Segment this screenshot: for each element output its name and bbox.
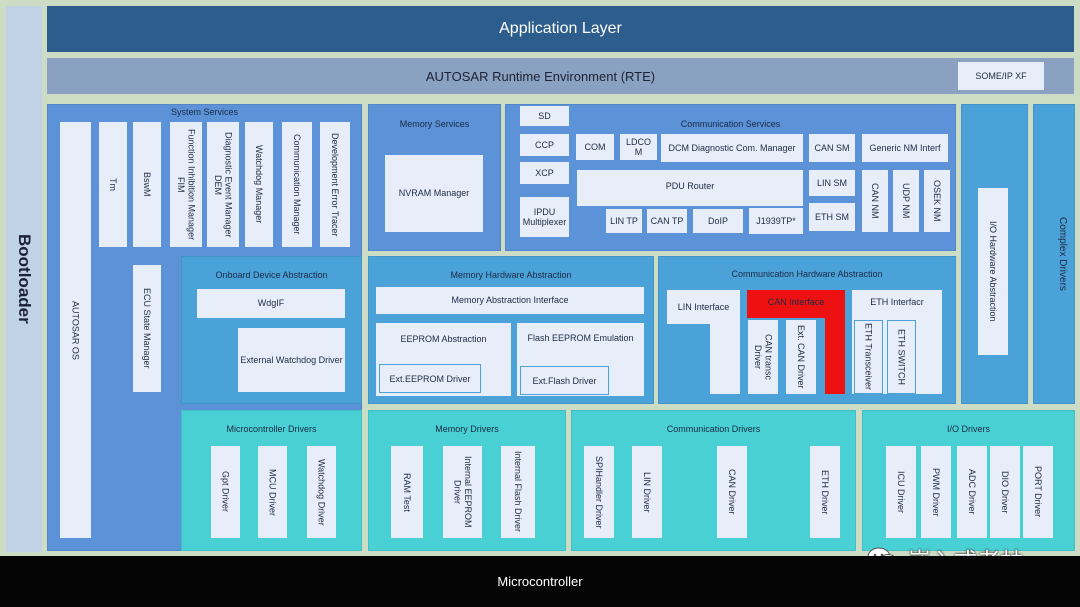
- adc-driver-box: ADC Driver: [957, 446, 987, 538]
- microcontroller-label: Microcontroller: [497, 574, 583, 589]
- system-service-item: Communication Manager: [282, 122, 312, 247]
- nvram-manager-box: NVRAM Manager: [385, 155, 483, 232]
- system-service-item: Tm: [99, 122, 127, 247]
- communication-services-title: Communication Services: [680, 119, 781, 129]
- eth-transceiver-box: ETH Transceiver: [854, 320, 883, 394]
- ecu-state-manager-box: ECU State Manager: [133, 265, 161, 392]
- io-hw-abstraction-inner: I/O Hardware Abstraction: [978, 188, 1008, 355]
- ldcom-box: LDCO M: [620, 134, 657, 160]
- system-service-item: Watchdog Manager: [245, 122, 273, 247]
- complex-drivers: Complex Drivers: [1033, 104, 1075, 404]
- icu-driver-box: ICU Driver: [886, 446, 916, 538]
- lin-interface-label: LIN Interface: [677, 302, 730, 312]
- ext-can-driver-box: Ext. CAN Driver: [786, 320, 816, 394]
- complex-drivers-label: Complex Drivers: [1057, 217, 1068, 291]
- sd-box: SD: [520, 106, 569, 126]
- wdgif-box: WdgIF: [197, 289, 345, 318]
- eth-interface-label: ETH Interfacr: [870, 297, 924, 307]
- generic-nm-box: Generic NM Interf: [862, 134, 948, 162]
- dio-driver-box: DIO Driver: [990, 446, 1020, 538]
- microcontroller-bar: Microcontroller: [0, 556, 1080, 607]
- port-driver-box: PORT Driver: [1023, 446, 1053, 538]
- can-interface-label: CAN Interface: [767, 297, 825, 307]
- watchdog-driver-box: Watchdog Driver: [307, 446, 336, 538]
- dcm-box: DCM Diagnostic Com. Manager: [661, 134, 803, 162]
- eth-sm-box: ETH SM: [809, 203, 855, 231]
- rte-layer: AUTOSAR Runtime Environment (RTE): [47, 58, 1074, 94]
- lin-sm-box: LIN SM: [809, 170, 855, 196]
- lin-interface-stem: [710, 290, 740, 394]
- lin-driver-box: LIN Driver: [632, 446, 662, 538]
- someip-xf-box: SOME/IP XF: [958, 62, 1044, 90]
- ram-test-box: RAM Test: [391, 446, 423, 538]
- system-service-item: BswM: [133, 122, 161, 247]
- system-service-item: Diagnostic Event Manager DEM: [207, 122, 239, 247]
- memory-services-title: Memory Services: [399, 119, 470, 129]
- lin-tp-box: LIN TP: [605, 208, 643, 234]
- ccp-box: CCP: [520, 134, 569, 156]
- mcu-drivers-title: Microcontroller Drivers: [226, 424, 317, 434]
- comm-drivers-title: Communication Drivers: [666, 424, 761, 434]
- communication-drivers: [571, 410, 856, 551]
- doip-box: DoIP: [692, 208, 744, 234]
- system-service-item: Development Error Tracer: [320, 122, 350, 247]
- io-drivers-title: I/O Drivers: [946, 424, 990, 434]
- memory-drivers-title: Memory Drivers: [435, 424, 499, 434]
- spihandler-driver-box: SPIHandler Driver: [584, 446, 614, 538]
- can-transceiver-driver-box: CAN transc Driver: [748, 320, 778, 394]
- application-layer: Application Layer: [47, 6, 1074, 52]
- com-box: COM: [576, 134, 614, 160]
- pdu-router-box: [577, 170, 803, 206]
- can-sm-box: CAN SM: [809, 134, 855, 162]
- can-nm-box: CAN NM: [862, 170, 888, 232]
- can-tp-box: CAN TP: [646, 208, 688, 234]
- udp-nm-box: UDP NM: [893, 170, 919, 232]
- eeprom-abstraction-label: EEPROM Abstraction: [400, 334, 487, 344]
- eth-switch-box: ETH SWITCH: [887, 320, 916, 394]
- xcp-box: XCP: [520, 162, 569, 184]
- ext-eeprom-driver-box: Ext.EEPROM Driver: [379, 364, 481, 393]
- pdu-router-label: PDU Router: [665, 181, 715, 191]
- system-service-item: Function Inhibition Manager FIM: [170, 122, 202, 247]
- memory-hw-title: Memory Hardware Abstraction: [450, 270, 572, 280]
- mcu-driver-box: MCU Driver: [258, 446, 287, 538]
- internal-eeprom-driver-box: Internal EEPROM Driver: [443, 446, 482, 538]
- memory-abstraction-interface-box: Memory Abstraction Interface: [376, 287, 644, 314]
- rte-label: AUTOSAR Runtime Environment (RTE): [425, 68, 656, 84]
- ext-flash-driver-box: Ext.Flash Driver: [520, 366, 609, 395]
- application-layer-label: Application Layer: [499, 20, 622, 37]
- onboard-device-title: Onboard Device Abstraction: [215, 270, 328, 280]
- autosar-os-box: AUTOSAR OS: [60, 122, 91, 538]
- system-services-title: System Services: [170, 107, 239, 117]
- j1939tp-box: J1939TP*: [749, 208, 803, 234]
- ipdu-multiplexer-box: IPDU Multiplexer: [520, 197, 569, 237]
- external-watchdog-driver-box: External Watchdog Driver: [238, 328, 345, 392]
- someip-xf-label: SOME/IP XF: [975, 70, 1027, 81]
- flash-eeprom-emulation-label: Flash EEPROM Emulation: [527, 333, 634, 343]
- pwm-driver-box: PWM Driver: [921, 446, 951, 538]
- bootloader-label: Bootloader: [15, 234, 34, 324]
- gpt-driver-box: Gpt Driver: [211, 446, 240, 538]
- can-driver-box: CAN Driver: [717, 446, 747, 538]
- bootloader-column: Bootloader: [6, 6, 42, 552]
- eth-driver-box: ETH Driver: [810, 446, 840, 538]
- can-interface-stem: [825, 290, 845, 394]
- osek-nm-box: OSEK NM: [924, 170, 950, 232]
- internal-flash-driver-box: Internal Flash Driver: [501, 446, 535, 538]
- comm-hw-title: Communication Hardware Abstraction: [731, 269, 883, 279]
